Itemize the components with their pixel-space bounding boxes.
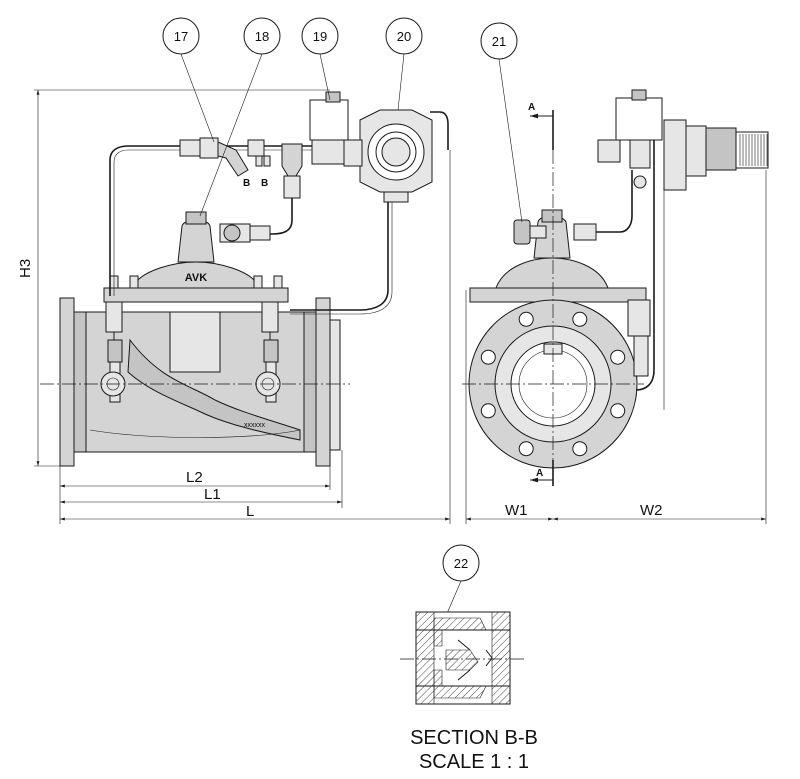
callout-20-balloon xyxy=(385,17,423,55)
body-boss xyxy=(169,311,221,373)
callout-22-balloon xyxy=(442,544,480,582)
bolt-hole xyxy=(572,441,588,457)
side-view: A A xyxy=(462,89,769,486)
pilot-tube-mid xyxy=(246,156,293,235)
callout-17-label: 17 xyxy=(174,29,188,44)
callout-21-label: 21 xyxy=(492,34,506,49)
side-bonnet xyxy=(495,257,609,289)
section-mark-a-bottom: A xyxy=(536,468,543,479)
callout-18-label: 18 xyxy=(255,29,269,44)
pilot-tube-right xyxy=(290,200,389,311)
bolt-hole xyxy=(610,349,626,365)
dim-l1-label: L1 xyxy=(204,486,221,503)
dim-l-label: L xyxy=(246,503,254,520)
dimension-lines: H3 L2 L1 L W1 W2 xyxy=(17,89,767,524)
dim-w1-label: W1 xyxy=(505,502,528,519)
section-mark-b-left: B xyxy=(243,178,250,189)
solenoid-valve xyxy=(309,91,349,165)
cover-flange xyxy=(103,287,289,303)
section-mark-a-top: A xyxy=(528,102,535,113)
body-lower-curve xyxy=(89,429,301,438)
bolt-hole xyxy=(480,403,496,419)
side-solenoid xyxy=(597,89,663,189)
pressure-controller xyxy=(343,109,433,203)
left-flange-hub xyxy=(73,311,87,453)
bolt-hole xyxy=(610,403,626,419)
flange-bolt-holes xyxy=(480,311,626,457)
right-flange-hub xyxy=(303,311,317,453)
front-view: AVK xxxxxx xyxy=(40,91,449,467)
bolt-hole xyxy=(480,349,496,365)
side-controller xyxy=(663,119,769,191)
valve-body-seat xyxy=(127,338,301,441)
bolt-hole xyxy=(518,311,534,327)
callout-22-label: 22 xyxy=(454,556,468,571)
callout-19-balloon xyxy=(301,17,339,55)
right-flange-cap xyxy=(329,319,341,451)
left-flange xyxy=(59,297,75,467)
bolt-hole xyxy=(518,441,534,457)
bolt-hole xyxy=(572,311,588,327)
pilot-tube-left xyxy=(109,145,182,296)
section-mark-b-right: B xyxy=(261,178,268,189)
brand-logo: AVK xyxy=(185,272,207,284)
right-flange xyxy=(315,297,331,467)
callout-17-balloon xyxy=(162,17,200,55)
pilot-valve-body xyxy=(177,219,215,263)
callout-balloons: 17 18 19 20 21 22 xyxy=(162,17,523,626)
tee-fitting xyxy=(281,143,303,199)
section-b-b-view: SECTION B-B SCALE 1 : 1 xyxy=(400,611,538,773)
pilot-adjust-cap xyxy=(185,211,207,225)
callout-21-balloon xyxy=(480,22,518,60)
callout-18-balloon xyxy=(243,17,281,55)
needle-valve xyxy=(219,223,271,243)
dim-w2-label: W2 xyxy=(640,502,663,519)
dim-l2-label: L2 xyxy=(186,469,203,486)
body-marking: xxxxxx xyxy=(244,422,266,429)
section-title: SECTION B-B xyxy=(410,727,538,749)
pilot-tube-far-right xyxy=(430,111,449,150)
dim-h3-label: H3 xyxy=(17,259,34,278)
strainer xyxy=(179,137,271,177)
callout-20-label: 20 xyxy=(397,29,411,44)
callout-19-label: 19 xyxy=(313,29,327,44)
section-scale: SCALE 1 : 1 xyxy=(419,751,529,773)
adjustment-knob xyxy=(513,219,547,245)
